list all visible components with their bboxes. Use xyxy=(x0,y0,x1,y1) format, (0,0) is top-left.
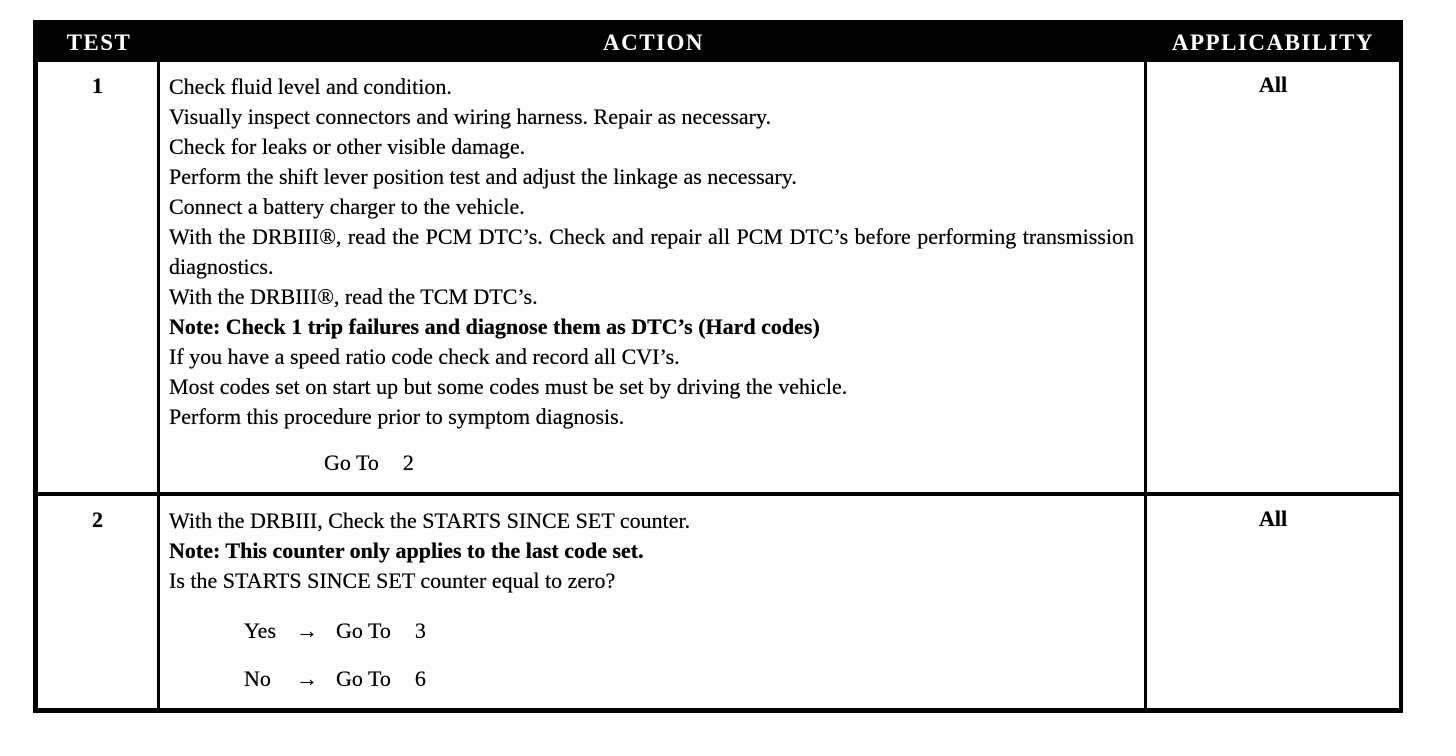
action-line: If you have a speed ratio code check and… xyxy=(169,344,680,369)
table-header-row: TEST ACTION APPLICABILITY xyxy=(38,24,1399,62)
result-action: Go To xyxy=(336,666,391,691)
test-number: 2 xyxy=(38,496,160,708)
goto-line: Go To 2 xyxy=(324,448,1134,478)
right-arrow-icon: → xyxy=(296,666,318,691)
result-target: 6 xyxy=(414,666,426,691)
result-action: Go To xyxy=(336,618,391,643)
action-line: With the DRBIII®, read the TCM DTC’s. xyxy=(169,284,538,309)
action-cell: Check fluid level and condition. Visuall… xyxy=(160,62,1147,492)
applicability-value: All xyxy=(1258,72,1288,97)
header-test: TEST xyxy=(66,30,132,55)
action-line: Connect a battery charger to the vehicle… xyxy=(169,194,525,219)
result-line-yes: Yes → Go To 3 xyxy=(244,616,1134,646)
right-arrow-icon: → xyxy=(296,618,318,643)
table-row-test-1: 1 Check fluid level and condition. Visua… xyxy=(38,62,1399,492)
table-row-test-2: 2 With the DRBIII, Check the STARTS SINC… xyxy=(38,492,1399,708)
note-line: Note: Check 1 trip failures and diagnose… xyxy=(169,314,820,339)
action-line: Check for leaks or other visible damage. xyxy=(169,134,526,159)
header-action: ACTION xyxy=(602,30,704,55)
action-line: Visually inspect connectors and wiring h… xyxy=(169,104,772,129)
result-answer: Yes xyxy=(244,618,277,643)
result-line-no: No → Go To 6 xyxy=(244,664,1134,694)
goto-label: Go To xyxy=(324,450,379,475)
result-answer: No xyxy=(244,666,271,691)
action-line: With the DRBIII, Check the STARTS SINCE … xyxy=(169,508,691,533)
diagnostic-test-table: TEST ACTION APPLICABILITY 1 Check fluid … xyxy=(33,20,1403,713)
action-line: With the DRBIII®, read the PCM DTC’s. Ch… xyxy=(169,224,1134,279)
result-target: 3 xyxy=(414,618,426,643)
action-line: Perform the shift lever position test an… xyxy=(169,164,797,189)
header-applicability: APPLICABILITY xyxy=(1171,30,1375,55)
action-cell: With the DRBIII, Check the STARTS SINCE … xyxy=(160,496,1147,708)
action-line: Is the STARTS SINCE SET counter equal to… xyxy=(169,568,616,593)
applicability-value: All xyxy=(1258,506,1288,531)
test-number: 1 xyxy=(38,62,160,492)
action-line: Perform this procedure prior to symptom … xyxy=(169,404,625,429)
action-line: Check fluid level and condition. xyxy=(169,74,452,99)
goto-target: 2 xyxy=(402,450,414,475)
action-line: Most codes set on start up but some code… xyxy=(169,374,848,399)
note-line: Note: This counter only applies to the l… xyxy=(169,538,644,563)
